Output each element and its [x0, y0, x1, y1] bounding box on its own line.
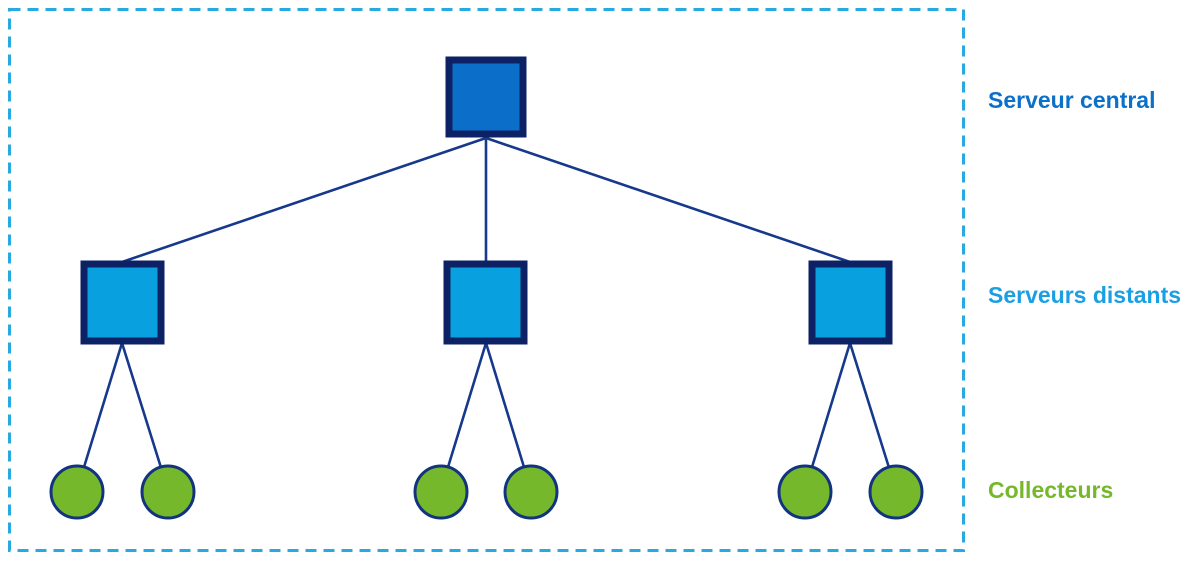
- remote-server-node: [443, 260, 528, 345]
- connector-line: [75, 341, 124, 492]
- collector-node: [868, 464, 924, 520]
- label-serveur-central: Serveur central: [988, 87, 1156, 113]
- connector-line: [120, 136, 488, 264]
- dashed-frame: [8, 8, 965, 552]
- collector-nodes: [49, 464, 924, 520]
- connector-line: [848, 341, 898, 492]
- connector-line: [803, 341, 852, 492]
- connector-line: [484, 341, 533, 492]
- connector-line: [484, 136, 852, 264]
- collector-node: [777, 464, 833, 520]
- connector-lines-remote-to-collectors: [75, 341, 898, 492]
- connector-line: [439, 341, 488, 492]
- central-server-node: [445, 56, 527, 138]
- collector-node: [503, 464, 559, 520]
- collector-node: [413, 464, 469, 520]
- connector-line: [120, 341, 170, 492]
- collector-node: [140, 464, 196, 520]
- connector-lines-central-to-remote: [120, 136, 852, 264]
- label-serveurs-distants: Serveurs distants: [988, 282, 1182, 308]
- label-collecteurs: Collecteurs: [988, 477, 1114, 503]
- collector-node: [49, 464, 105, 520]
- remote-server-node: [808, 260, 893, 345]
- remote-server-node: [80, 260, 165, 345]
- remote-server-nodes: [80, 260, 893, 345]
